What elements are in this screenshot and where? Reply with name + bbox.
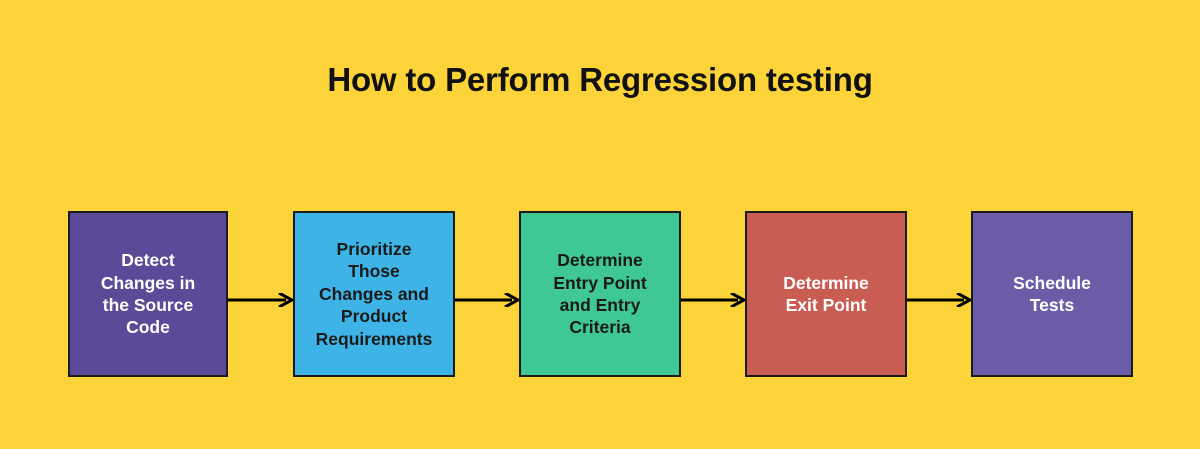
page-title: How to Perform Regression testing <box>327 61 873 98</box>
flow-step-schedule-tests[interactable]: Schedule Tests <box>971 211 1133 377</box>
connector-arrow-2-to-3 <box>455 293 519 307</box>
flow-step-label: Prioritize Those Changes and Product Req… <box>315 239 433 349</box>
connector-arrow-3-to-4 <box>681 293 745 307</box>
flow-step-label: Determine Exit Point <box>783 272 869 315</box>
flow-step-detect-changes[interactable]: Detect Changes in the Source Code <box>68 211 228 377</box>
connector-arrow-1-to-2 <box>228 293 293 307</box>
flow-step-prioritize-changes[interactable]: Prioritize Those Changes and Product Req… <box>293 211 455 377</box>
flow-step-label: Determine Entry Point and Entry Criteria <box>553 250 647 338</box>
flow-step-label: Schedule Tests <box>1013 272 1091 315</box>
process-flow-row: Detect Changes in the Source Code Priori… <box>0 211 1200 377</box>
connector-arrow-4-to-5 <box>907 293 971 307</box>
flow-step-determine-exit-point[interactable]: Determine Exit Point <box>745 211 907 377</box>
flow-step-label: Detect Changes in the Source Code <box>100 250 196 338</box>
flow-step-determine-entry-point[interactable]: Determine Entry Point and Entry Criteria <box>519 211 681 377</box>
